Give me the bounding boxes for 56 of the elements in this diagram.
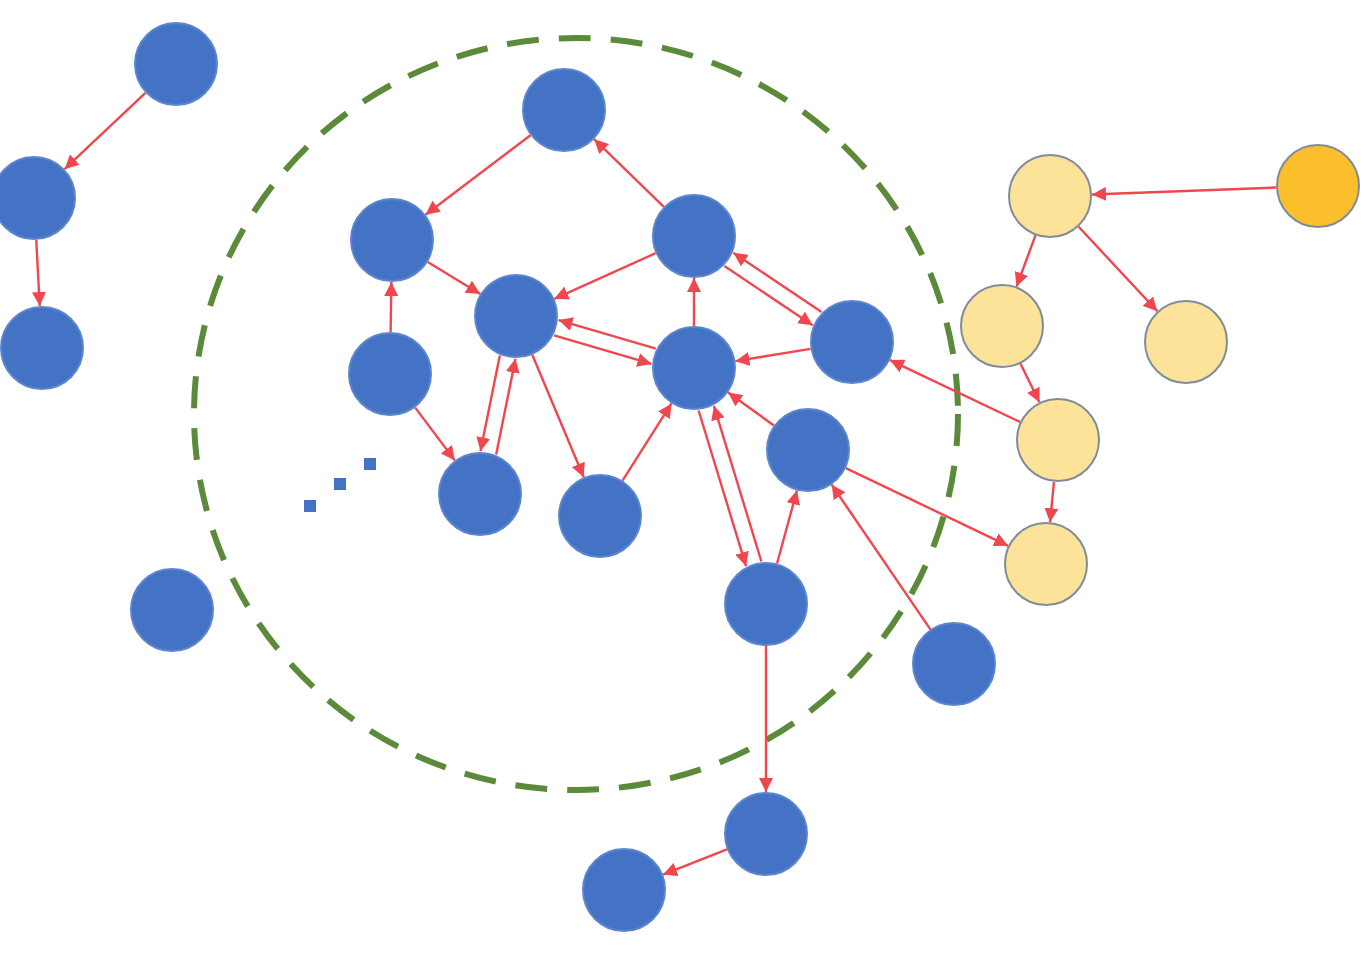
- graph-node-circle: [348, 332, 432, 416]
- arrow: [63, 91, 147, 171]
- arrow: [711, 405, 763, 562]
- arrow: [723, 265, 814, 327]
- graph-node-circle: [474, 274, 558, 358]
- arrow: [735, 347, 811, 366]
- graph-node-circle: [438, 452, 522, 536]
- graph-node-circle: [1004, 522, 1088, 606]
- arrow: [553, 252, 657, 300]
- graph-node-circle: [724, 562, 808, 646]
- graph-node-circle: [652, 326, 736, 410]
- arrow: [1077, 225, 1159, 313]
- arrow: [845, 467, 1009, 547]
- arrow: [495, 358, 520, 455]
- arrow: [531, 354, 585, 478]
- graph-node-circle: [130, 568, 214, 652]
- arrow: [414, 406, 456, 462]
- arrow: [687, 278, 701, 326]
- arrow: [727, 391, 775, 427]
- graph-node-circle: [134, 22, 218, 106]
- graph-node-circle: [522, 68, 606, 152]
- arrow: [1014, 235, 1037, 287]
- arrow: [384, 282, 399, 332]
- graph-node-circle: [960, 284, 1044, 368]
- graph-node-circle: [1016, 398, 1100, 482]
- arrow: [759, 646, 773, 792]
- arrow: [889, 358, 1021, 424]
- graph-node-circle: [766, 408, 850, 492]
- graph-node-circle: [558, 474, 642, 558]
- graph-node-circle: [0, 156, 76, 240]
- arrow: [621, 402, 673, 482]
- arrow: [593, 138, 665, 208]
- graph-node-circle: [0, 306, 84, 390]
- graph-node-circle: [912, 622, 996, 706]
- graph-node-circle: [1276, 144, 1360, 228]
- arrow: [558, 317, 657, 350]
- graph-node-circle: [1144, 300, 1228, 384]
- graph-node-circle: [724, 792, 808, 876]
- arrow: [697, 410, 749, 567]
- graph-node-circle: [582, 848, 666, 932]
- arrow: [732, 251, 823, 313]
- arrow: [830, 484, 932, 630]
- arrow: [424, 134, 532, 216]
- graph-node-circle: [350, 198, 434, 282]
- arrow: [1044, 481, 1059, 523]
- arrow: [32, 239, 46, 307]
- arrow: [553, 334, 652, 367]
- arrow: [775, 490, 800, 564]
- graph-node-circle: [810, 300, 894, 384]
- arrow: [427, 260, 481, 296]
- arrow: [476, 355, 501, 452]
- arrow: [1091, 186, 1277, 201]
- arrow: [1019, 363, 1041, 403]
- graph-node-circle: [652, 194, 736, 278]
- arrow: [662, 848, 728, 876]
- graph-node-circle: [1008, 154, 1092, 238]
